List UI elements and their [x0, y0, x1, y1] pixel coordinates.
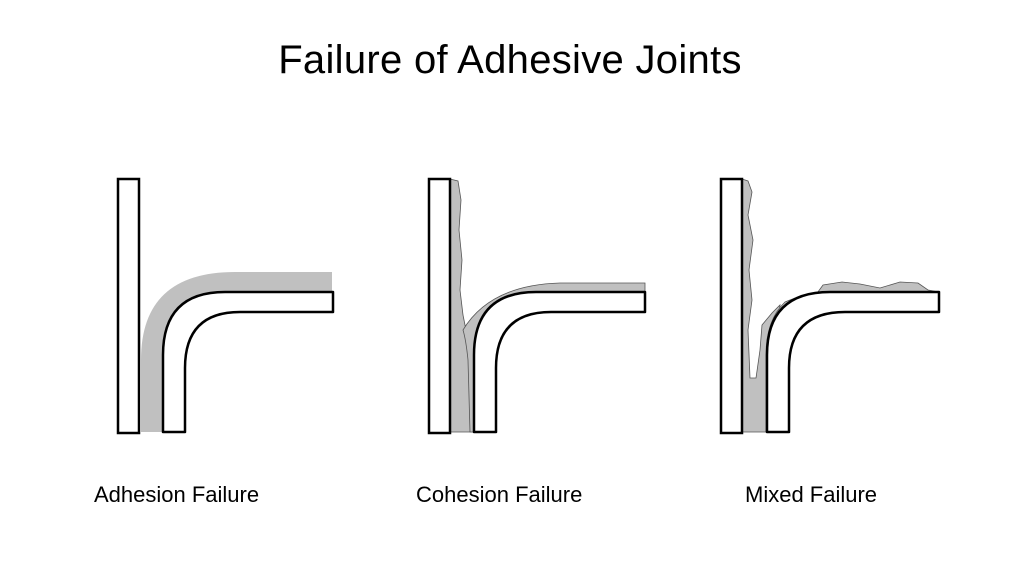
- adhesive-layer: [141, 272, 332, 432]
- page-title: Failure of Adhesive Joints: [278, 38, 742, 82]
- mixed-failure-panel: [719, 177, 941, 435]
- adhesion-failure-caption: Adhesion Failure: [94, 482, 260, 507]
- vertical-adherend: [116, 177, 141, 435]
- cohesion-failure-caption: Cohesion Failure: [416, 482, 583, 507]
- vertical-adherend: [719, 177, 744, 435]
- bent-adherend: [472, 290, 647, 434]
- cohesion-failure-panel: [427, 177, 647, 435]
- bent-adherend: [161, 290, 335, 434]
- vertical-adherend: [427, 177, 452, 435]
- mixed-failure-caption: Mixed Failure: [745, 482, 878, 507]
- adhesion-failure-panel: [116, 177, 335, 435]
- bent-adherend: [765, 290, 941, 434]
